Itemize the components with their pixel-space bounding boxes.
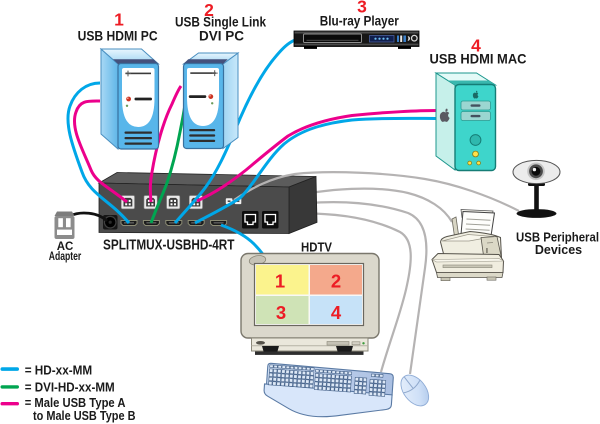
svg-text:2: 2 (204, 0, 214, 20)
svg-text:2: 2 (331, 271, 341, 292)
svg-text:3: 3 (357, 0, 367, 17)
svg-text:HDTV: HDTV (301, 240, 332, 255)
svg-text:USB HDMI PC: USB HDMI PC (78, 29, 158, 44)
svg-text:1: 1 (275, 271, 285, 292)
svg-text:USB Peripheral: USB Peripheral (516, 230, 599, 244)
svg-text:= DVI-HD-xx-MM: = DVI-HD-xx-MM (25, 381, 115, 395)
svg-text:Blu-ray Player: Blu-ray Player (320, 13, 400, 28)
svg-text:3: 3 (276, 302, 286, 323)
svg-text:Devices: Devices (535, 243, 582, 257)
svg-text:4: 4 (471, 35, 481, 55)
svg-text:to Male USB Type B: to Male USB Type B (33, 409, 136, 423)
svg-text:Adapter: Adapter (49, 251, 82, 263)
svg-text:DVI PC: DVI PC (199, 29, 244, 44)
svg-text:4: 4 (331, 302, 342, 323)
svg-text:= HD-xx-MM: = HD-xx-MM (25, 363, 93, 377)
svg-text:= Male USB Type A: = Male USB Type A (25, 396, 126, 410)
svg-text:AC: AC (57, 241, 74, 253)
svg-text:1: 1 (114, 9, 124, 29)
svg-text:USB HDMI MAC: USB HDMI MAC (430, 52, 527, 67)
svg-text:SPLITMUX-USBHD-4RT: SPLITMUX-USBHD-4RT (103, 237, 235, 254)
svg-text:USB Single Link: USB Single Link (175, 15, 266, 30)
